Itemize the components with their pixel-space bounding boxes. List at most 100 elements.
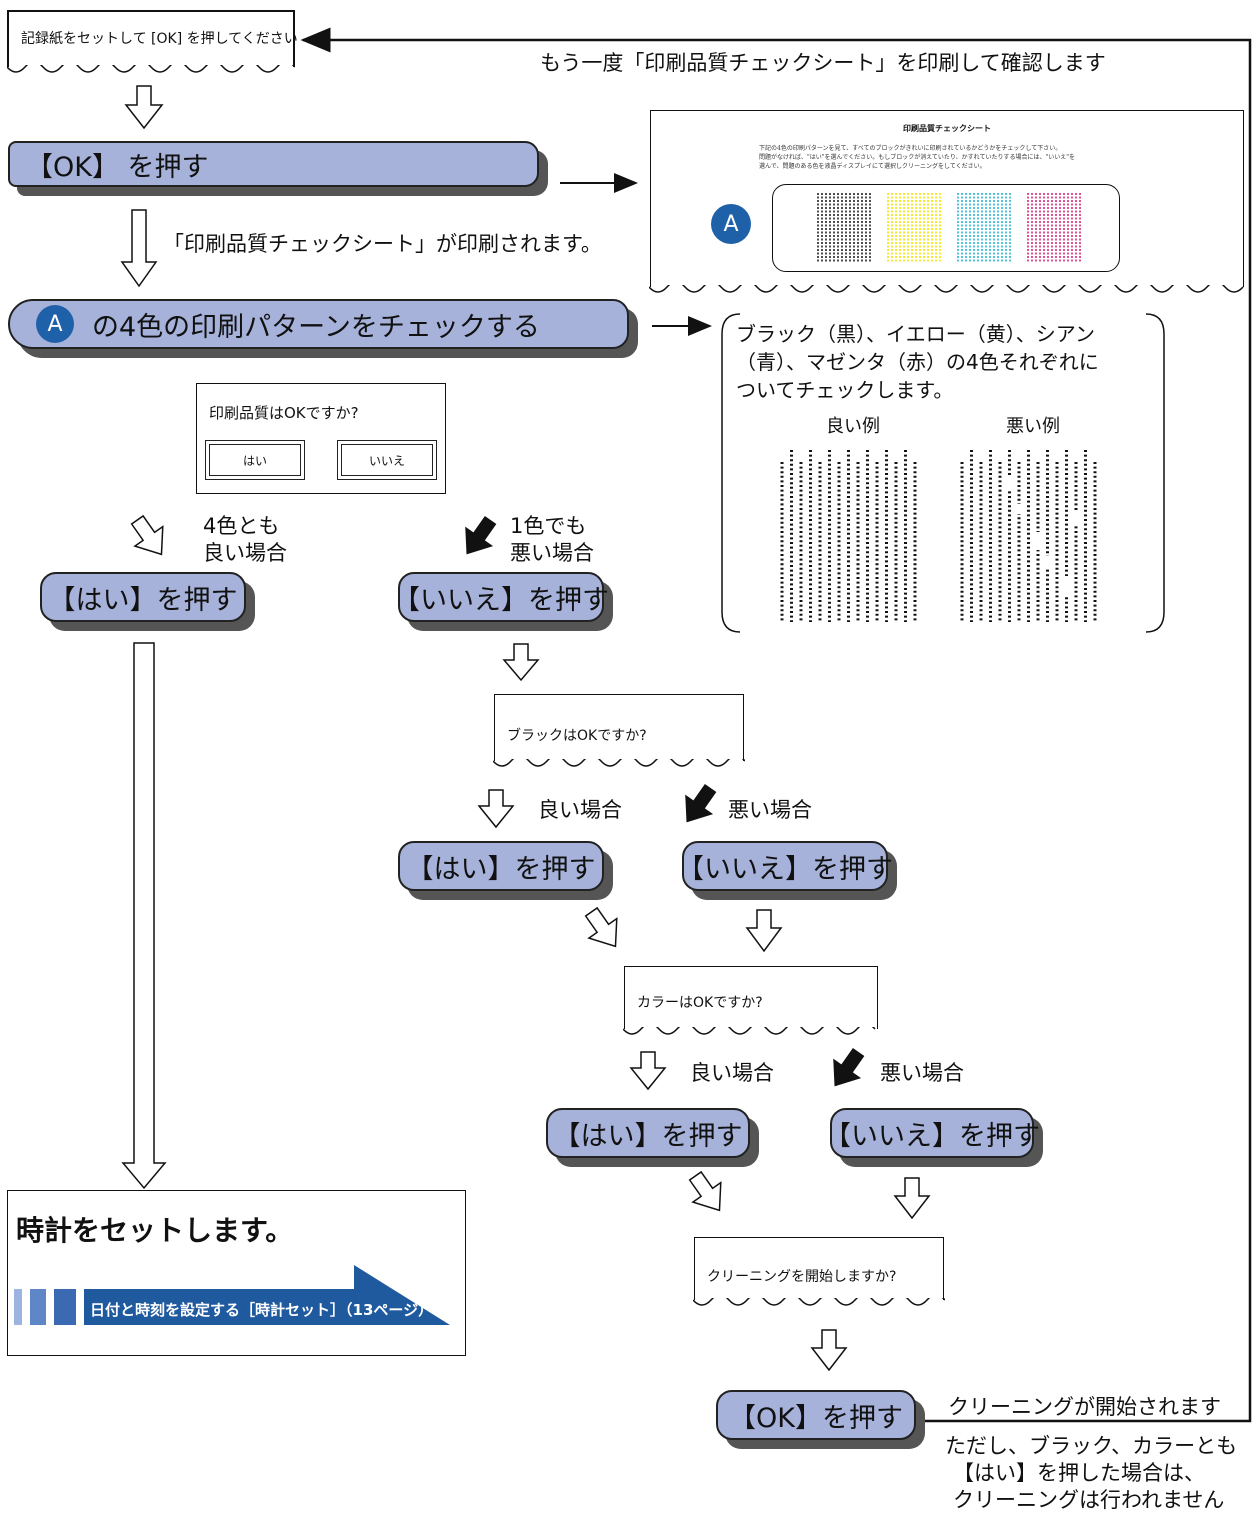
- step-color-no-label: 【いいえ】を押す: [824, 1120, 1040, 1152]
- torn-edge: [649, 285, 1244, 293]
- step-check-patterns: A の4色の印刷パターンをチェックする: [8, 299, 629, 349]
- lcd-yes-button[interactable]: はい: [205, 440, 305, 480]
- explanation-panel: ブラック（黒）、イエロー（黄）、シアン （青）、マゼンタ（赤）の4色それぞれに …: [720, 312, 1166, 634]
- link-tab-3: [54, 1289, 76, 1325]
- step-press-no-any: 【いいえ】を押す: [393, 572, 609, 622]
- pattern-examples: [780, 450, 1097, 622]
- missing-nozzle-gap: [1063, 576, 1070, 596]
- diag-arrow-bad-black: [685, 783, 717, 823]
- diag-arrow-good-all: [130, 514, 164, 556]
- missing-nozzle-gap: [1044, 556, 1051, 568]
- step-press-ok-label: 【OK】 を押す: [26, 151, 209, 183]
- long-down-arrow: [121, 642, 167, 1190]
- lcd-color-question-text: カラーはOKですか?: [637, 995, 763, 1011]
- step-black-no: 【いいえ】を押す: [677, 841, 893, 891]
- lcd-yes-label: はい: [242, 453, 267, 468]
- step-color-no: 【いいえ】を押す: [824, 1108, 1040, 1158]
- cleaning-note-line3: クリーニングは行われません: [953, 1488, 1225, 1512]
- link-tab-1: [14, 1289, 22, 1325]
- lcd-set-paper-text: 記録紙をセットして [OK] を押してください: [21, 31, 298, 47]
- check-sheet-line3: 選んで、問題のある色を液晶ディスプレイにて選択しクリーニングをしてください。: [759, 163, 986, 170]
- step-black-yes-label: 【はい】を押す: [406, 853, 596, 885]
- torn-edge: [623, 1027, 876, 1035]
- down-arrow-7: [893, 1177, 931, 1220]
- bracket-frame: [721, 313, 1165, 633]
- pattern-frame: [772, 184, 1120, 272]
- all-good-line2: 良い場合: [203, 541, 287, 565]
- result-box: 時計をセットします。 日付と時刻を設定する［時計セット］（13ページ）: [7, 1190, 466, 1356]
- down-arrow-8: [810, 1329, 848, 1372]
- down-arrow-2: [120, 209, 158, 288]
- printed-label: 「印刷品質チェックシート」が印刷されます。: [163, 232, 602, 256]
- step-color-yes-label: 【はい】を押す: [553, 1120, 743, 1152]
- diag-arrow-good-color: [688, 1170, 722, 1212]
- step-press-ok-final: 【OK】を押す: [716, 1390, 916, 1440]
- cleaning-note-line1: ただし、ブラック、カラーとも: [945, 1434, 1238, 1458]
- down-arrow-6: [629, 1051, 667, 1091]
- down-arrow-3: [502, 643, 540, 682]
- torn-edge: [493, 759, 745, 767]
- lcd-color-question: カラーはOKですか?: [623, 966, 878, 1035]
- link-tab-2: [30, 1289, 46, 1325]
- lcd-set-paper: 記録紙をセットして [OK] を押してください: [7, 10, 298, 73]
- check-sheet: 印刷品質チェックシート 下記の4色の印刷パターンを見て、すべてのブロックがきれい…: [649, 110, 1244, 293]
- explanation-line1: ブラック（黒）、イエロー（黄）、シアン: [736, 322, 1095, 346]
- lcd-no-label: いいえ: [368, 453, 405, 468]
- diag-arrow-good-black: [584, 906, 618, 948]
- link-arrow-bar: [84, 1265, 450, 1325]
- step-check-patterns-label: の4色の印刷パターンをチェックする: [92, 311, 540, 343]
- cleaning-note-line2: 【はい】を押した場合は、: [953, 1461, 1205, 1485]
- step-press-yes-all: 【はい】を押す: [40, 572, 246, 622]
- step-press-no-any-label: 【いいえ】を押す: [393, 584, 609, 616]
- bad-example-label: 悪い例: [1006, 416, 1060, 437]
- sheet-badge-a: A: [711, 204, 751, 244]
- one-bad-line1: 1色でも: [510, 514, 587, 538]
- badge-a: A: [36, 305, 74, 343]
- nozzle-patterns: [817, 193, 1081, 263]
- check-sheet-line1: 下記の4色の印刷パターンを見て、すべてのブロックがきれいに印刷されているかどうか…: [759, 145, 1062, 152]
- lcd-quality-question: 印刷品質はOKですか? はい いいえ: [196, 383, 446, 494]
- one-bad-label: 1色でも 悪い場合: [510, 513, 594, 567]
- down-arrow-5: [745, 909, 783, 953]
- step-black-no-label: 【いいえ】を押す: [677, 853, 893, 885]
- lcd-black-question: ブラックはOKですか?: [493, 694, 745, 767]
- step-press-ok-final-label: 【OK】を押す: [729, 1402, 903, 1434]
- lcd-cleaning-question: クリーニングを開始しますか?: [693, 1237, 945, 1306]
- explanation-text: ブラック（黒）、イエロー（黄）、シアン （青）、マゼンタ（赤）の4色それぞれに …: [736, 320, 1099, 404]
- lcd-no-button[interactable]: いいえ: [337, 440, 437, 480]
- step-black-yes: 【はい】を押す: [398, 841, 604, 891]
- all-good-label: 4色とも 良い場合: [203, 513, 287, 567]
- step-press-yes-all-label: 【はい】を押す: [48, 584, 238, 616]
- check-sheet-instructions: 下記の4色の印刷パターンを見て、すべてのブロックがきれいに印刷されているかどうか…: [759, 144, 1075, 171]
- all-good-line1: 4色とも: [203, 514, 280, 538]
- lcd-black-question-text: ブラックはOKですか?: [507, 728, 647, 744]
- cleaning-note: ただし、ブラック、カラーとも 【はい】を押した場合は、 クリーニングは行われませ…: [945, 1433, 1237, 1514]
- reference-link-graphic: [14, 1265, 450, 1325]
- black-good-label: 良い場合: [538, 798, 622, 822]
- loop-note: もう一度「印刷品質チェックシート」を印刷して確認します: [540, 51, 1106, 75]
- check-sheet-line2: 問題がなければ、"はい"を選んでください。もしブロックが消えていたり、かすれてい…: [759, 154, 1076, 161]
- color-bad-label: 悪い場合: [880, 1061, 964, 1085]
- good-example-label: 良い例: [826, 416, 880, 437]
- lcd-cleaning-question-text: クリーニングを開始しますか?: [707, 1269, 897, 1285]
- missing-nozzle-gap: [1016, 504, 1022, 514]
- loop-back-line: [300, 27, 1252, 1423]
- down-arrow-1: [124, 85, 164, 130]
- step-press-ok: 【OK】 を押す: [8, 141, 539, 187]
- color-good-label: 良い場合: [690, 1061, 774, 1085]
- step-color-yes: 【はい】を押す: [546, 1108, 750, 1158]
- torn-edge: [7, 65, 295, 73]
- cleaning-start-label: クリーニングが開始されます: [948, 1395, 1221, 1419]
- black-bad-label: 悪い場合: [728, 798, 812, 822]
- explanation-line3: ついてチェックします。: [736, 378, 954, 402]
- torn-edge: [693, 1298, 945, 1306]
- down-arrow-4: [477, 789, 515, 829]
- missing-nozzle-gap: [1035, 532, 1041, 550]
- diag-arrow-bad-any: [465, 515, 497, 555]
- explanation-line2: （青）、マゼンタ（赤）の4色それぞれに: [736, 350, 1099, 374]
- missing-nozzle-gap: [1073, 512, 1079, 526]
- one-bad-line2: 悪い場合: [510, 541, 594, 565]
- missing-nozzle-gap: [1006, 476, 1013, 490]
- reference-link[interactable]: 日付と時刻を設定する［時計セット］（13ページ）: [90, 1301, 434, 1319]
